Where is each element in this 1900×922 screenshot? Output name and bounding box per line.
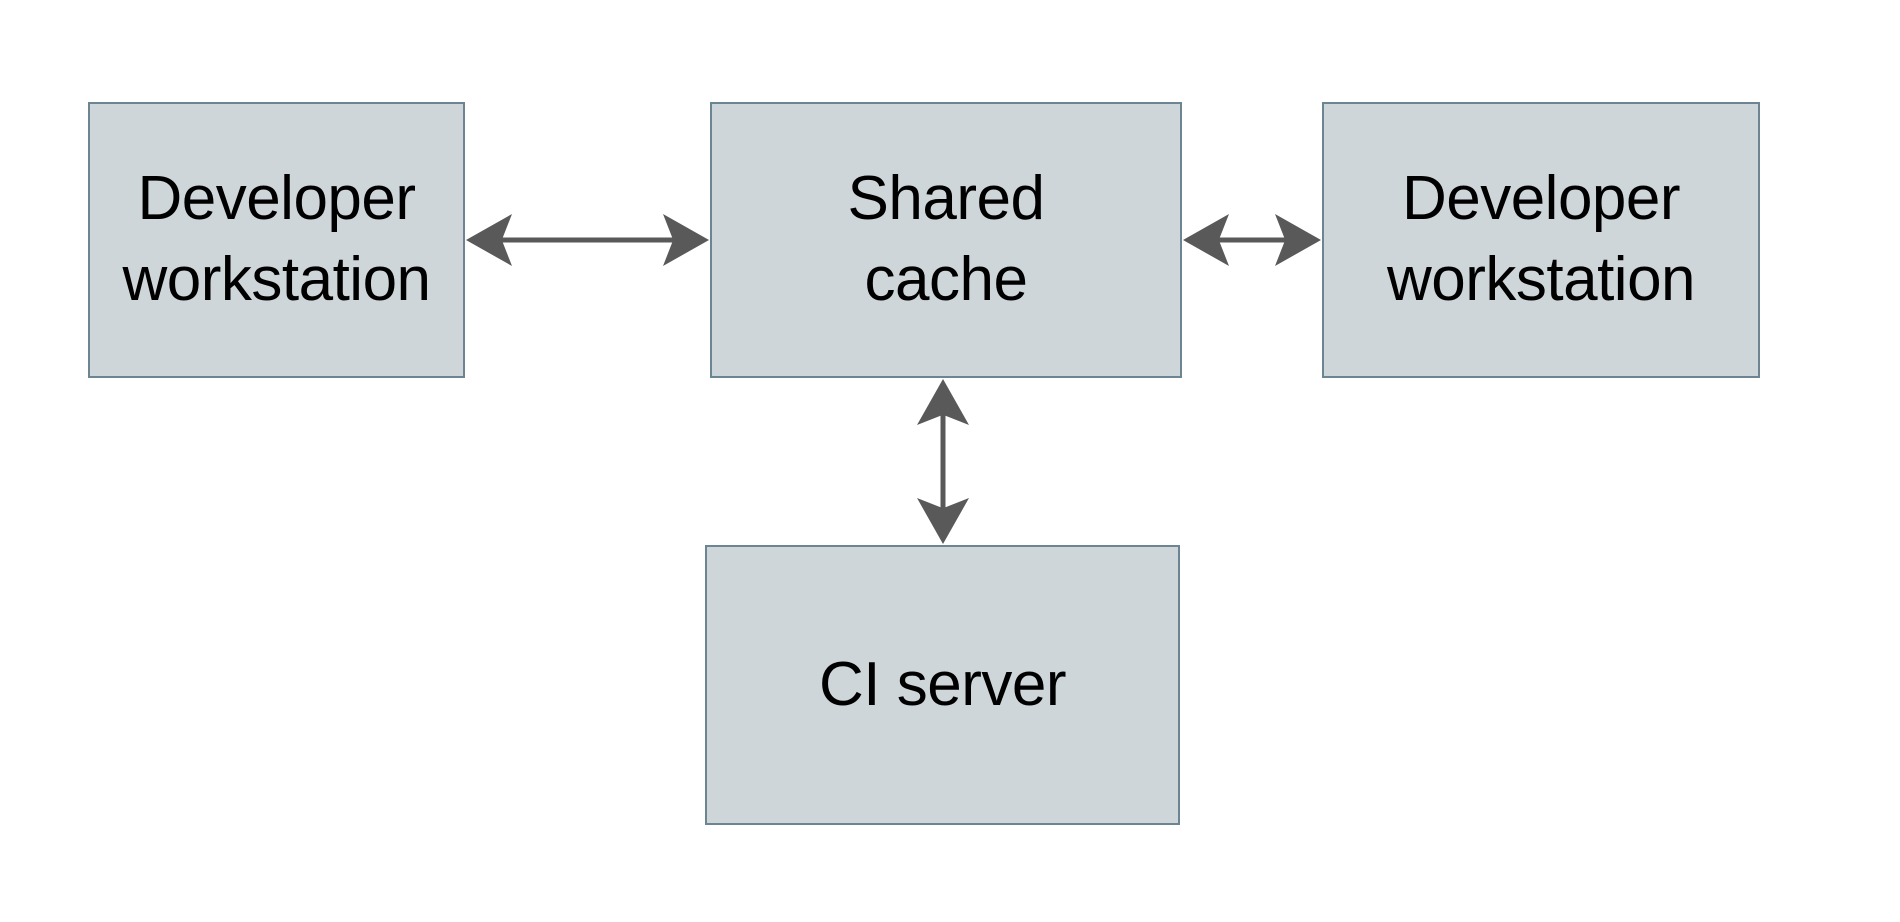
connector-shared-cache-to-right-workstation: [1183, 214, 1321, 266]
node-label: Developer workstation: [1386, 164, 1696, 314]
node-label: CI server: [819, 649, 1066, 719]
node-developer-workstation-left[interactable]: Developer workstation: [88, 102, 465, 378]
node-developer-workstation-right[interactable]: Developer workstation: [1322, 102, 1760, 378]
node-ci-server[interactable]: CI server: [705, 545, 1180, 825]
node-label: Shared cache: [847, 164, 1045, 314]
connector-shared-cache-to-ci-server: [917, 379, 969, 544]
connector-left-workstation-to-shared-cache: [466, 214, 709, 266]
node-shared-cache[interactable]: Shared cache: [710, 102, 1182, 378]
node-label: Developer workstation: [122, 164, 431, 314]
